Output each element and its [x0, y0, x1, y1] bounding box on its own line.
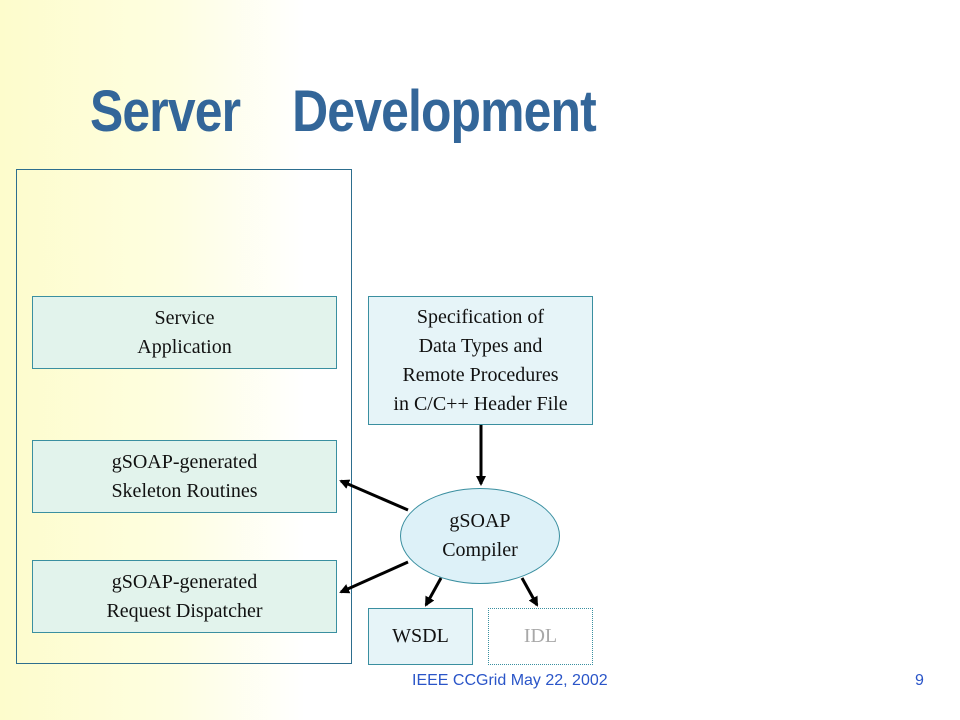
server-container [16, 169, 352, 664]
footer-text: IEEE CCGrid May 22, 2002 [412, 672, 608, 689]
wsdl-box: WSDL [368, 608, 473, 665]
arrow-compiler-to-idl [520, 577, 539, 607]
skeleton-routines-box: gSOAP-generated Skeleton Routines [32, 440, 337, 513]
arrow-compiler-to-wsdl [424, 577, 443, 607]
arrow-compiler-to-skeleton [339, 479, 409, 512]
request-dispatcher-box: gSOAP-generated Request Dispatcher [32, 560, 337, 633]
slide-title: Server Development [90, 79, 597, 144]
page-number: 9 [915, 672, 924, 689]
arrow-compiler-to-dispatcher [339, 560, 409, 594]
gsoap-compiler-node: gSOAP Compiler [400, 488, 560, 584]
service-application-box: Service Application [32, 296, 337, 369]
idl-box: IDL [488, 608, 593, 665]
specification-box: Specification of Data Types and Remote P… [368, 296, 593, 425]
